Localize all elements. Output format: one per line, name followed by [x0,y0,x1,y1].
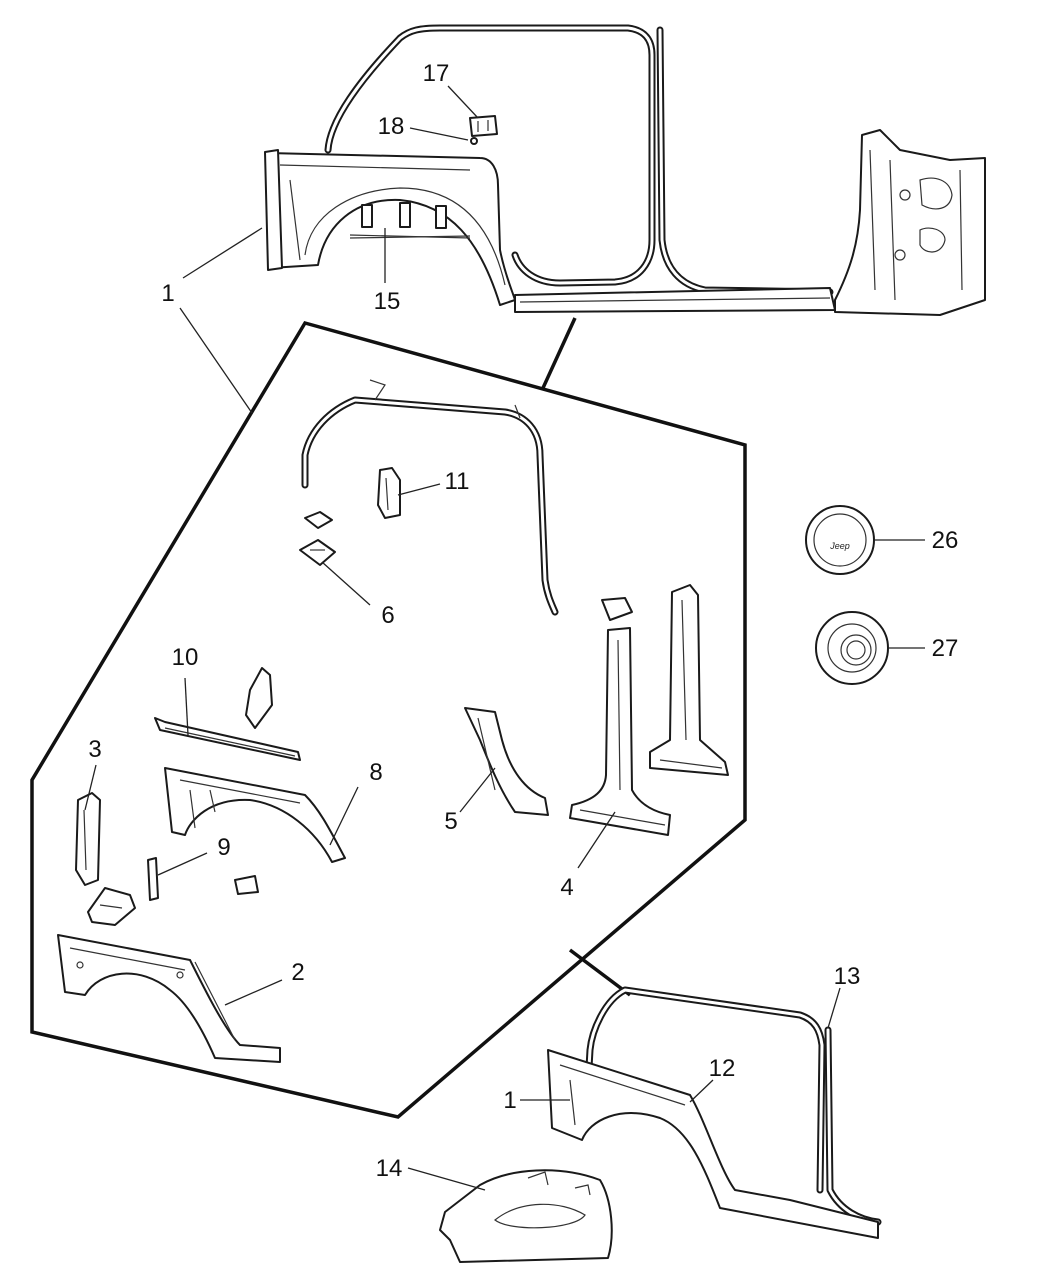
part-5-pillar [464,707,549,816]
part-27-fuel-housing [815,611,889,685]
part-14-wheelhouse-liner [439,1169,613,1263]
lower-bracket-part [87,887,136,926]
hinge-pillar-part [649,584,729,776]
callout-4: 4 [560,874,573,901]
callout-17: 17 [423,60,450,87]
frame-link-top [541,317,577,389]
callout-12: 12 [709,1055,736,1082]
callout-5: 5 [444,808,457,835]
part-9-bracket [147,857,159,901]
part-3-corner [75,792,101,886]
callout-3: 3 [88,736,101,763]
callout-9: 9 [217,834,230,861]
part-2-outer-panel [57,934,281,1063]
leader-lines [84,85,925,1191]
body-side-assembly-bottom [547,986,882,1239]
callout-14: 14 [376,1155,403,1182]
frame-link-bottom [568,948,632,997]
body-side-assembly-top [264,24,986,316]
callout-1-bottom: 1 [503,1087,516,1114]
fuel-door-logo: Jeep [829,541,850,551]
callout-15: 15 [374,288,401,315]
exploded-view-frame [30,320,747,1119]
small-clip-part [234,875,259,895]
callout-27: 27 [932,635,959,662]
part-11-bracket [377,467,401,519]
part-10-reinforcement [154,717,301,761]
callout-18: 18 [378,113,405,140]
callout-labels: 1 1 2 3 4 5 6 8 9 10 11 12 13 14 15 17 1… [88,60,958,1182]
callout-2: 2 [291,959,304,986]
part-8-wheelhouse-inner [164,767,346,863]
callout-1: 1 [161,280,174,307]
upper-bracket-part [245,667,273,729]
part-6-brackets [299,511,336,566]
callout-26: 26 [932,527,959,554]
callout-13: 13 [834,963,861,990]
callout-8: 8 [369,759,382,786]
callout-11: 11 [445,468,470,495]
callout-10: 10 [172,644,199,671]
roof-rail-part [301,379,559,616]
callout-6: 6 [381,602,394,629]
part-4-b-pillar [569,597,671,836]
part-26-fuel-door: Jeep [805,505,875,575]
